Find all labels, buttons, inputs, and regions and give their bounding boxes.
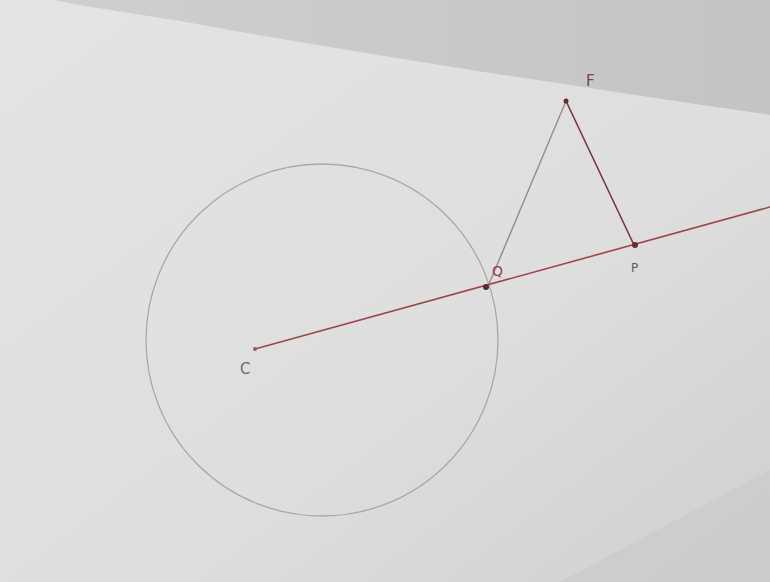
point-label: P [631, 262, 638, 274]
segment-fq [489, 101, 566, 284]
circle [146, 164, 498, 516]
point-label: F [586, 74, 595, 89]
shadow [560, 470, 770, 582]
point-label: Q [492, 264, 503, 278]
point-label: C [240, 362, 250, 377]
point-f [564, 99, 569, 104]
paper-fold [55, 0, 770, 115]
point-q [483, 284, 489, 290]
segment-fp [566, 101, 634, 245]
point-p [632, 242, 638, 248]
point-c [253, 347, 257, 351]
